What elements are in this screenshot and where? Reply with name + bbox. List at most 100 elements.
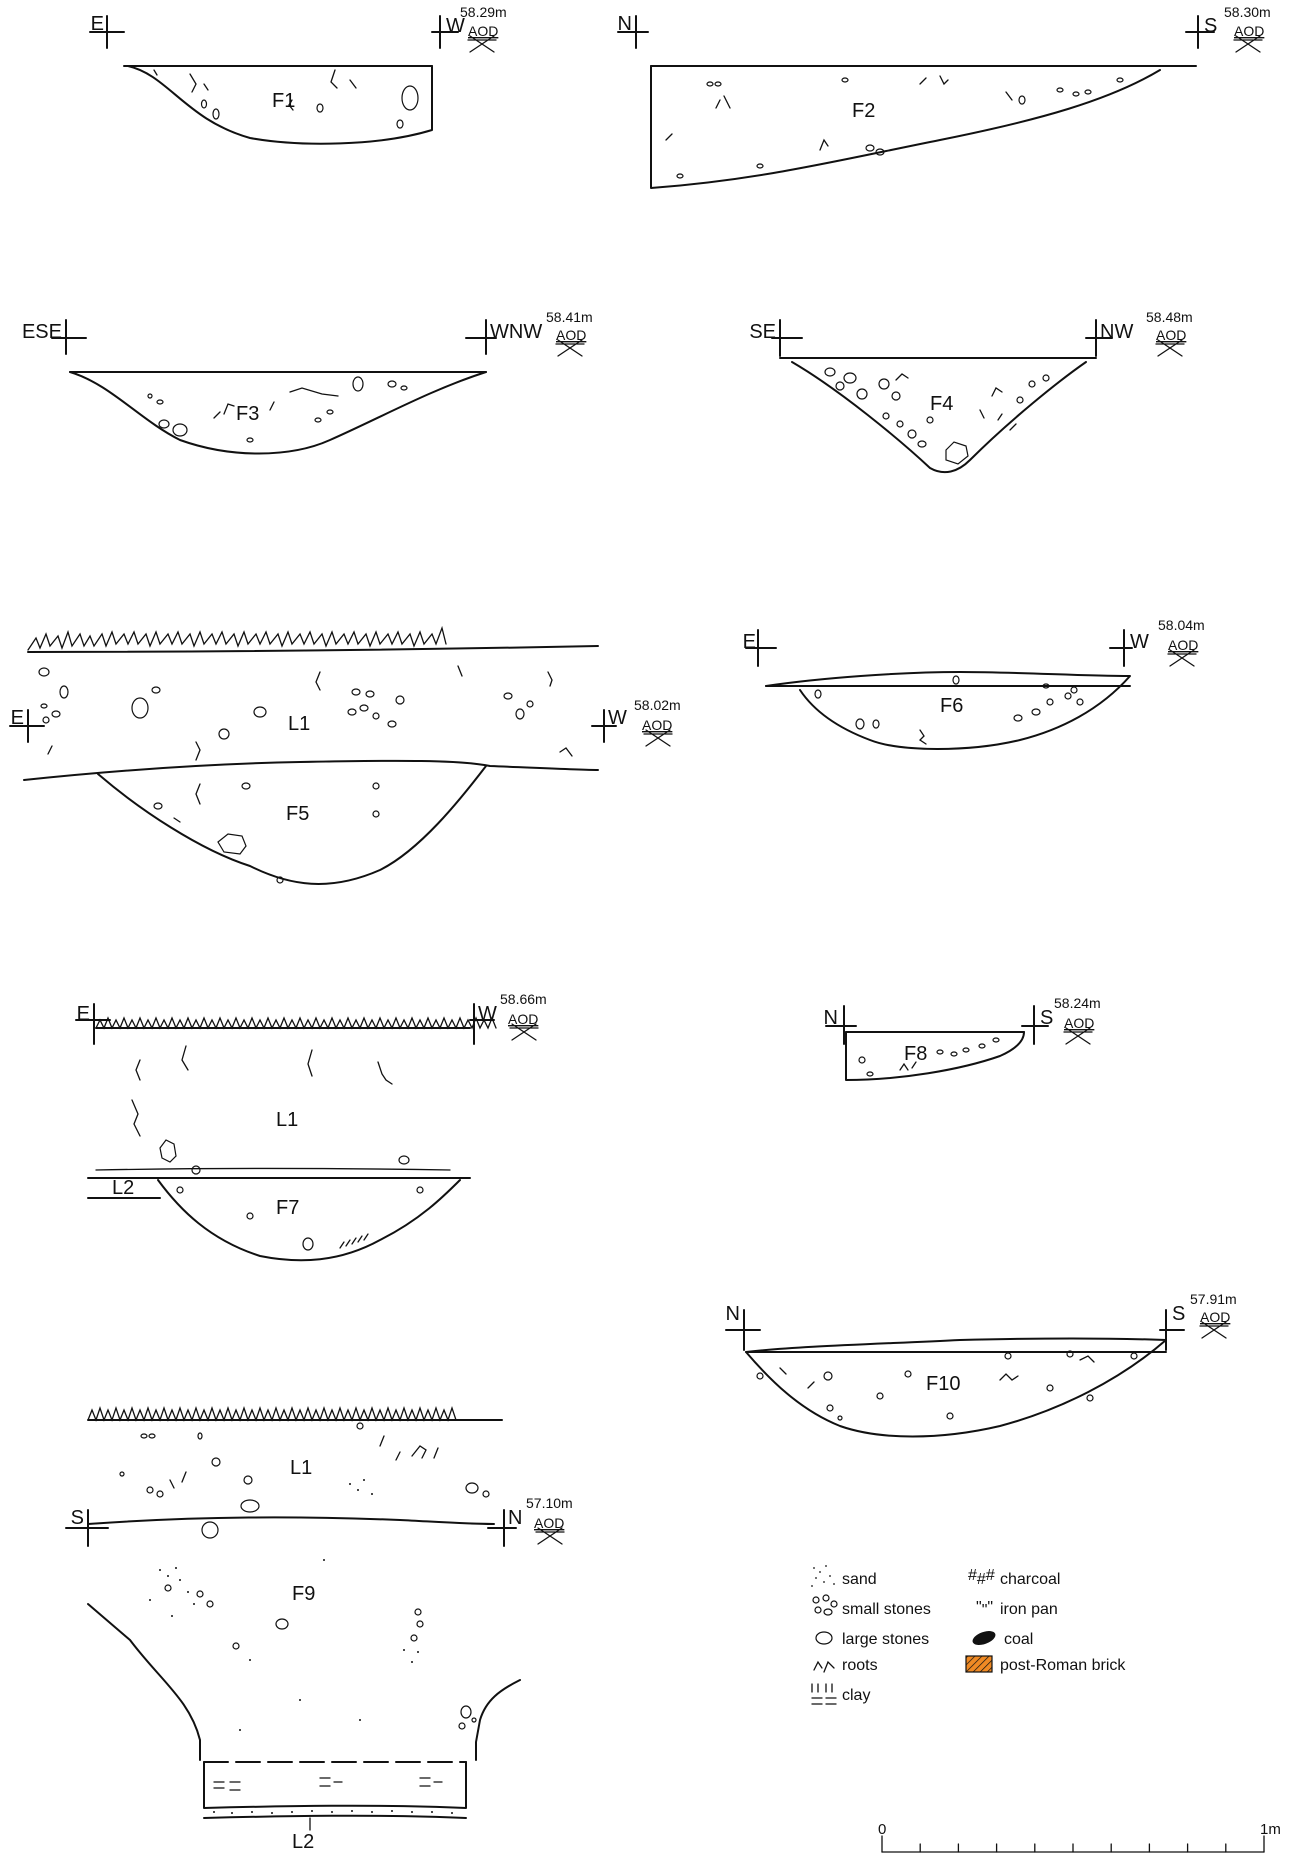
elevation-label: 58.66m (500, 991, 547, 1007)
scale-bar: 0 1m (878, 1821, 1281, 1853)
section-f3: ESE WNW 58.41m AOD F3 (22, 309, 593, 455)
inclusions-f8 (858, 1037, 1000, 1077)
section-end-label: E (743, 631, 756, 653)
datum-marker-icon (467, 35, 497, 53)
datum-label: AOD (1200, 1309, 1230, 1325)
sand-layer-l2 (213, 1810, 453, 1814)
elevation-label: 58.29m (460, 4, 507, 20)
large-stones-icon (815, 1631, 833, 1645)
datum-line-f3: ESE WNW 58.41m AOD (22, 309, 593, 373)
legend-label: clay (842, 1687, 870, 1704)
datum-line-f5: E W 58.02m AOD (9, 697, 681, 747)
sand-icon (811, 1565, 835, 1587)
section-end-label: E (11, 707, 24, 729)
legend-label: large stones (842, 1631, 929, 1648)
coal-icon (972, 1631, 996, 1645)
feature-label: F8 (904, 1043, 927, 1065)
datum-marker-icon (509, 1023, 539, 1041)
legend-item-sand: sand (811, 1565, 877, 1588)
sand-inclusions-f9 (149, 1479, 419, 1731)
feature-label: F7 (276, 1197, 299, 1219)
legend-label: roots (842, 1657, 878, 1674)
legend-label: iron pan (1000, 1601, 1058, 1618)
section-end-label: ESE (22, 321, 62, 343)
layer-label: L1 (276, 1109, 298, 1131)
legend-label: small stones (842, 1601, 931, 1618)
clay-icon (811, 1683, 837, 1705)
elevation-label: 58.04m (1158, 617, 1205, 633)
feature-label: F6 (940, 695, 963, 717)
turf-line (87, 1405, 457, 1422)
elevation-label: 57.10m (526, 1495, 573, 1511)
datum-label: AOD (1156, 327, 1186, 343)
layer-boundary-l2 (87, 1177, 471, 1199)
legend-item-clay: clay (811, 1683, 870, 1705)
section-end-label: E (91, 13, 104, 35)
section-f9: S N 57.10m AOD (65, 1405, 573, 1853)
scale-end-label: 1m (1260, 1821, 1281, 1838)
section-f4: SE NW 58.48m AOD F4 (749, 309, 1193, 474)
clay-inclusions-f9 (213, 1777, 443, 1791)
section-end-label: N (618, 13, 632, 35)
datum-line-f1: E W 58.29m AOD (89, 4, 507, 67)
datum-marker-icon (1155, 339, 1185, 357)
elevation-label: 58.30m (1224, 4, 1271, 20)
feature-cut-f7 (157, 1179, 461, 1262)
section-end-label: N (726, 1303, 740, 1325)
layer-label: L2 (292, 1831, 314, 1853)
datum-label: AOD (1234, 23, 1264, 39)
turf-line (95, 1016, 497, 1030)
datum-line-f8: N S 58.24m AOD (824, 995, 1101, 1045)
elevation-label: 58.02m (634, 697, 681, 713)
section-end-label: S (1040, 1007, 1053, 1029)
datum-marker-icon (1233, 35, 1263, 53)
section-end-label: W (446, 15, 465, 37)
inclusions-f10 (756, 1350, 1138, 1421)
datum-marker-icon (643, 729, 673, 747)
section-end-label: N (824, 1007, 838, 1029)
inclusions-f5 (153, 782, 380, 884)
layer-label: L1 (288, 713, 310, 735)
section-end-label: S (1204, 15, 1217, 37)
inclusions-f1 (153, 69, 419, 129)
elevation-label: 57.91m (1190, 1291, 1237, 1307)
datum-label: AOD (1168, 637, 1198, 653)
datum-marker-icon (1167, 649, 1197, 667)
layer-label: L1 (290, 1457, 312, 1479)
inclusions-f3 (147, 376, 408, 443)
layer-label: L2 (112, 1177, 134, 1199)
datum-line-f4: SE NW 58.48m AOD (749, 309, 1193, 359)
section-f7: E W 58.66m AOD L1 L2 F7 (75, 991, 547, 1262)
section-f5: E W 58.02m AOD L1 F5 (9, 625, 681, 885)
section-end-label: WNW (490, 321, 542, 343)
section-end-label: N (508, 1507, 522, 1529)
elevation-label: 58.41m (546, 309, 593, 325)
post-roman-brick-icon (965, 1655, 993, 1673)
feature-cut-f2 (650, 65, 1161, 189)
datum-line-f9: S N 57.10m AOD (65, 1495, 573, 1547)
feature-label: F5 (286, 803, 309, 825)
section-end-label: E (77, 1003, 90, 1025)
legend-item-iron-pan: """ iron pan (976, 1599, 1058, 1619)
scale-start-label: 0 (878, 1821, 886, 1838)
datum-label: AOD (1064, 1015, 1094, 1031)
datum-label: AOD (556, 327, 586, 343)
section-f1: E W 58.29m AOD F1 (89, 4, 507, 145)
legend-label: post-Roman brick (1000, 1657, 1126, 1674)
datum-line-f2: N S 58.30m AOD (617, 4, 1271, 67)
datum-label: AOD (534, 1515, 564, 1531)
feature-cut-f4 (791, 361, 1087, 474)
inclusions-f6 (814, 675, 1084, 745)
section-end-label: W (608, 707, 627, 729)
roots-icon (813, 1660, 835, 1673)
inclusions-l1 (38, 665, 573, 761)
datum-marker-icon (1063, 1027, 1093, 1045)
section-end-label: W (1130, 631, 1149, 653)
inclusions-f7 (131, 1045, 424, 1251)
feature-cut-f1 (127, 65, 433, 145)
layer-boundary-l1 (95, 1167, 451, 1171)
datum-line-f6: E W 58.04m AOD (743, 617, 1205, 687)
legend-item-coal: coal (972, 1631, 1033, 1648)
datum-label: AOD (642, 717, 672, 733)
